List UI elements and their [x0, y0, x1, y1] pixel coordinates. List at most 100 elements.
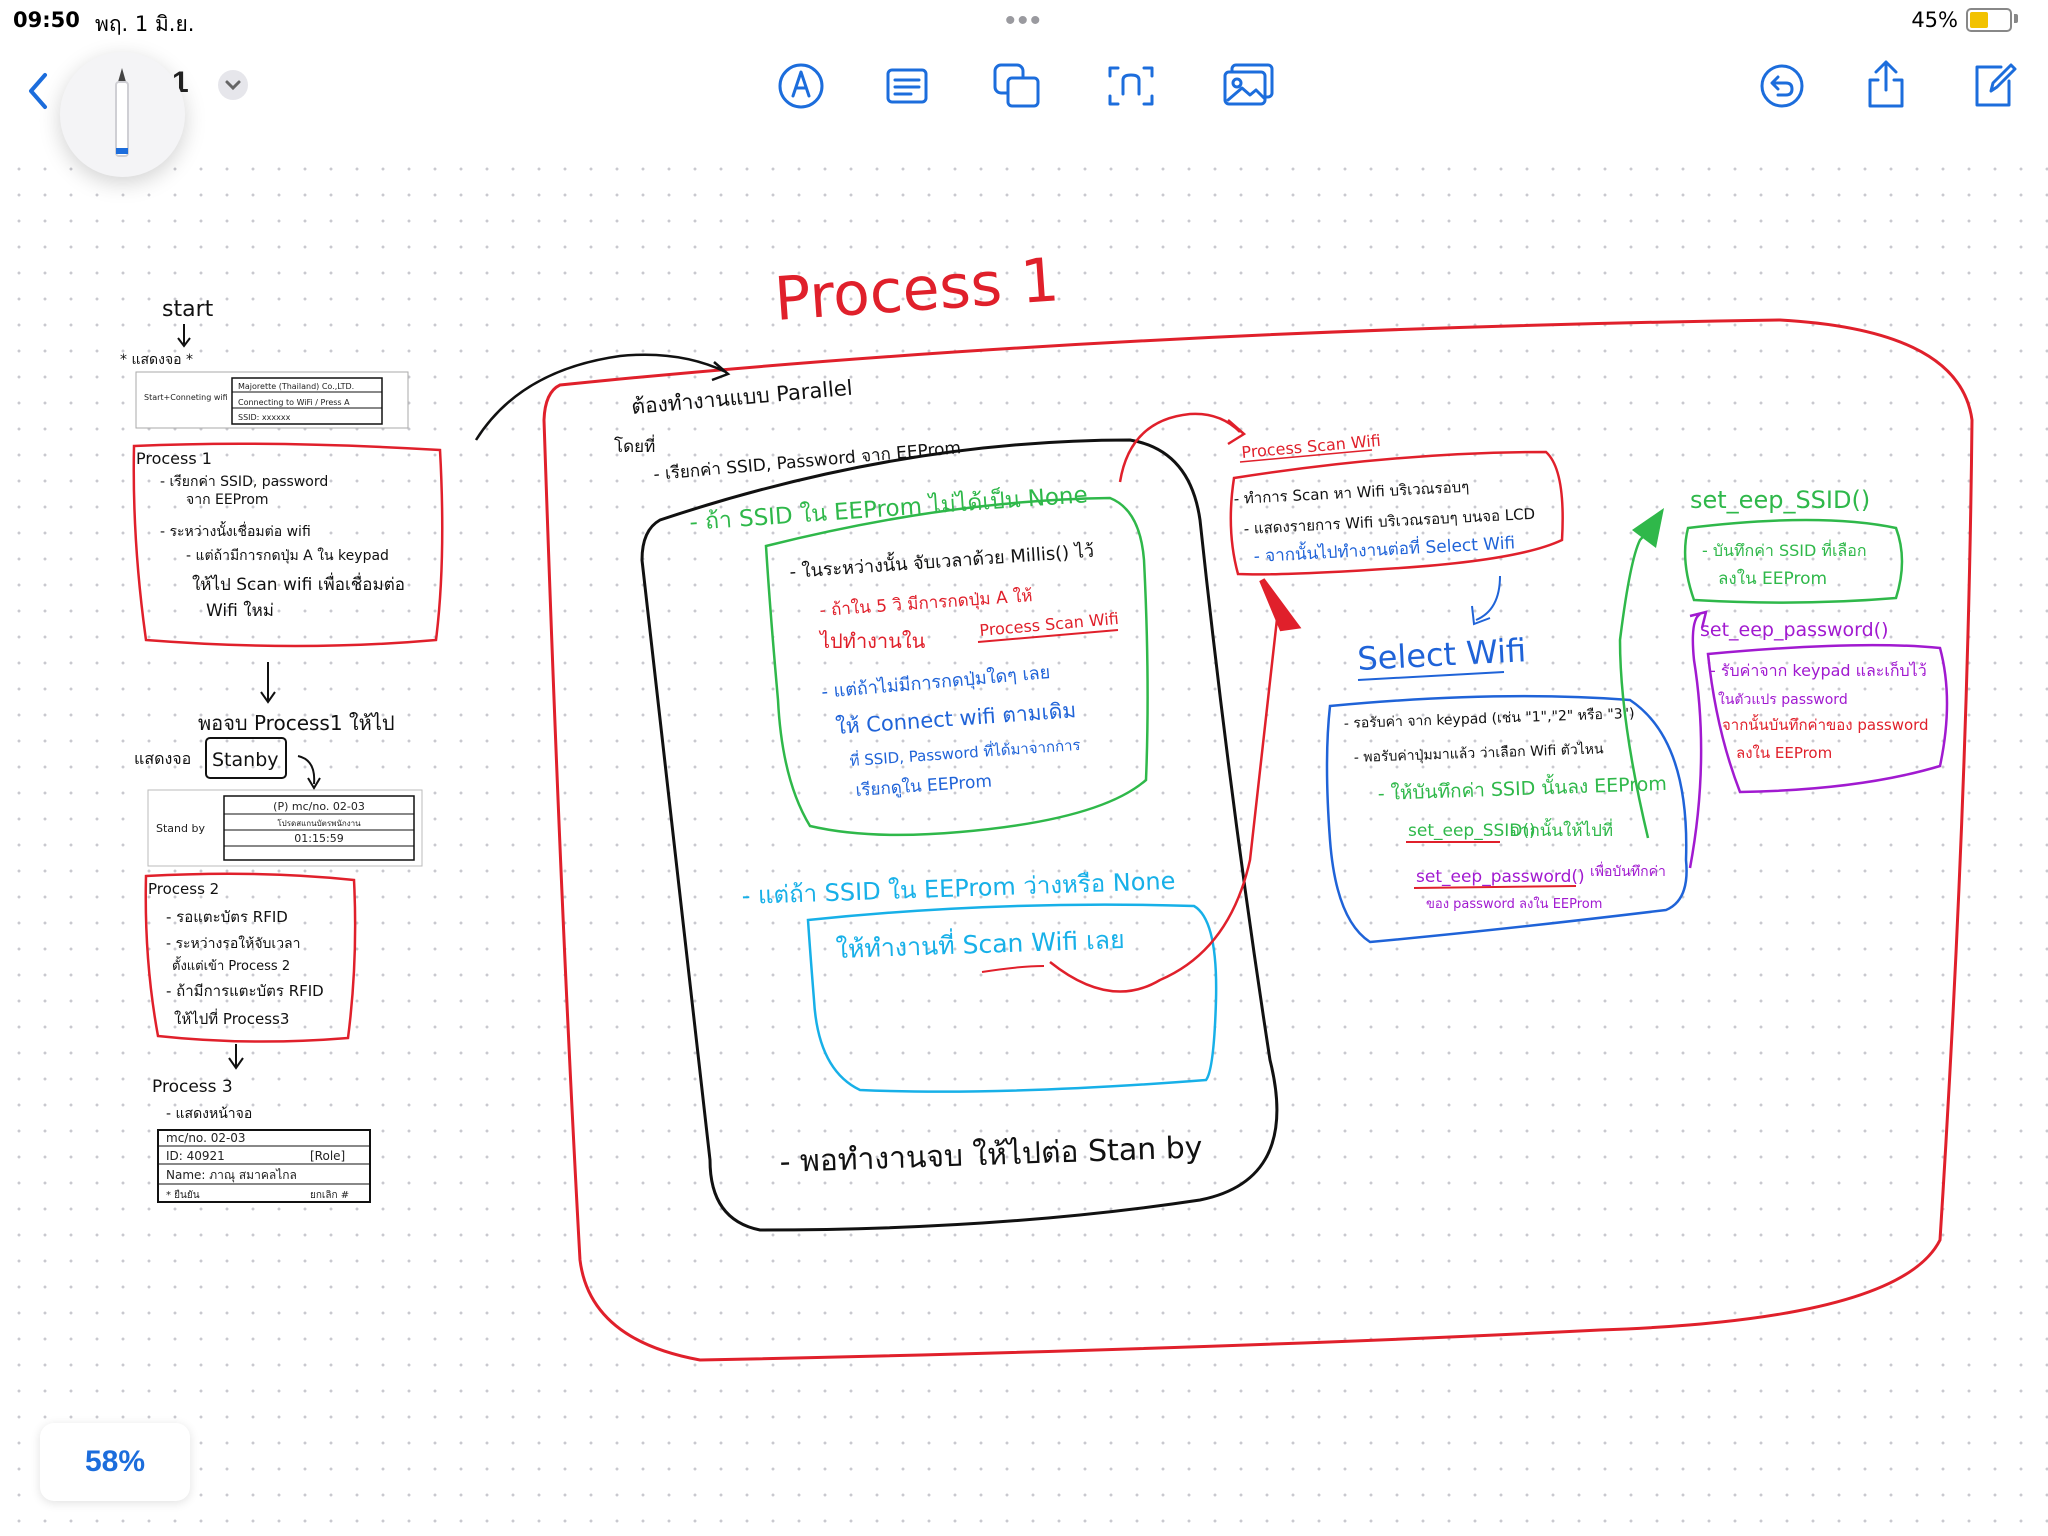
screen2-lcd-frame — [223, 795, 415, 861]
pen-tool-icon[interactable] — [775, 60, 827, 112]
multitask-dots-icon[interactable]: ••• — [1005, 4, 1043, 37]
set-password-line: ในตัวแปร password — [1718, 691, 1848, 708]
green-line: เรียกดูใน EEProm — [855, 771, 993, 801]
screen3-row2-role: [Role] — [310, 1149, 345, 1163]
scan-title: Process Scan Wifi — [1241, 431, 1382, 462]
arrow-down — [260, 662, 276, 704]
by-text: โดยที่ — [614, 434, 655, 457]
process1-left-box — [132, 442, 444, 648]
arrowhead-green — [1632, 508, 1664, 548]
process2-line: - ถ้ามีการแตะบัตร RFID — [166, 982, 324, 1000]
set-ssid-line: - บันทึกค่า SSID ที่เลือก — [1702, 539, 1867, 560]
set-ssid-title: set_eep_SSID() — [1690, 486, 1870, 514]
flow-arrow-to-select — [1471, 575, 1501, 626]
screen2-row1: (P) mc/no. 02-03 — [273, 800, 365, 813]
end-standby-line: - พอทำงานจบ ให้ไปต่อ Stan by — [779, 1129, 1203, 1180]
select-line: - รอรับค่า จาก keypad (เช่น "1","2" หรือ… — [1344, 706, 1635, 732]
green-line: - แต่ถ้าไม่มีการกดปุ่มใดๆ เลย — [821, 661, 1051, 703]
chevron-down-icon[interactable] — [218, 70, 248, 100]
green-line: ให้ Connect wifi ตามเดิม — [835, 698, 1077, 739]
text-box-icon[interactable] — [884, 64, 930, 108]
underline — [1357, 671, 1505, 681]
cyan-condition-box — [806, 903, 1218, 1093]
flow-arrow-from-left — [474, 353, 731, 441]
screen3-row1: mc/no. 02-03 — [166, 1131, 246, 1145]
photo-icon[interactable] — [1222, 62, 1276, 108]
process3-line: - แสดงหน้าจอ — [166, 1106, 252, 1122]
main-process1-title: Process 1 — [772, 245, 1061, 335]
screen-start-connecting — [135, 371, 409, 429]
select-title: Select Wifi — [1356, 631, 1527, 678]
standby-box-text: Stanby — [212, 749, 279, 771]
process2-line: - ระหว่างรอให้จับเวลา — [166, 935, 301, 952]
process1-left-line: - แต่ถ้ามีการกดปุ่ม A ใน keypad — [186, 547, 389, 564]
screen3-row2-id: ID: 40921 — [166, 1149, 225, 1163]
process1-left-title: Process 1 — [136, 449, 212, 468]
cyan-condition-line: ให้ทำงานที่ Scan Wifi เลย — [835, 922, 1125, 964]
set-password-line: จากนั้นบันทึกค่าของ password — [1722, 714, 1929, 734]
screen2-row2: โปรดสแกนบัตรพนักงาน — [277, 818, 361, 828]
screen-standby — [147, 789, 423, 867]
process1-left-line: ให้ไป Scan wifi เพื่อเชื่อมต่อ — [192, 572, 405, 595]
back-icon[interactable] — [18, 66, 58, 116]
screen1-lcd-frame — [231, 377, 383, 425]
underline — [1413, 885, 1577, 889]
select-box — [1325, 694, 1688, 944]
battery-tip-icon — [2014, 14, 2018, 23]
flow-arrow-to-set-password — [1688, 610, 1708, 869]
screen2-left-label: Stand by — [156, 822, 205, 835]
status-date: พฤ. 1 มิ.ย. — [95, 12, 195, 36]
green-line: - ในระหว่างนั้น จับเวลาด้วย Millis() ไว้ — [789, 538, 1095, 583]
parallel-black-box — [640, 438, 1279, 1232]
select-line: - พอรับค่าปุ่มมาแล้ว ว่าเลือก Wifi ตัวไห… — [1354, 740, 1605, 766]
parallel-text: ต้องทำงานแบบ Parallel — [630, 376, 853, 419]
set-password-box — [1706, 643, 1949, 794]
status-bar: 09:50 พฤ. 1 มิ.ย. ••• 45% — [0, 0, 2048, 40]
green-line: ไปทำงานใน — [818, 629, 926, 653]
select-line-password-fn: set_eep_password() — [1416, 867, 1585, 887]
screen1-row2: Connecting to WiFi / Press A — [238, 398, 350, 407]
battery-icon — [1966, 8, 2012, 32]
process1-left-line: จาก EEProm — [186, 492, 269, 508]
set-ssid-box — [1683, 518, 1904, 604]
pencil-tool-popup[interactable] — [60, 52, 185, 177]
status-time: 09:50 — [13, 8, 80, 32]
main-process1-diagram: Process 1 ต้องทำงานแบบ Parallel โดยที่ -… — [474, 245, 1974, 1362]
process2-line: ให้ไปที่ Process3 — [174, 1008, 289, 1028]
green-line: ที่ SSID, Password ที่ได้มาจากการ — [849, 734, 1081, 770]
select-line: - ให้บันทึกค่า SSID นั้นลง EEProm — [1377, 770, 1667, 805]
zoom-level-indicator[interactable]: 58% — [40, 1423, 190, 1501]
arrowhead-red — [1259, 578, 1302, 632]
flow-arrow-to-scan — [1049, 609, 1280, 993]
compose-icon[interactable] — [1970, 60, 2018, 110]
main-process1-frame — [542, 318, 1974, 1362]
flow-arrow-to-scan — [1118, 412, 1247, 483]
process1-left-line: - เรียกค่า SSID, password — [160, 474, 328, 490]
green-line: - ถ้าใน 5 วิ มีการกดปุ่ม A ให้ — [819, 585, 1033, 621]
underline — [1239, 449, 1373, 463]
screen-process3 — [157, 1129, 371, 1203]
shapes-icon[interactable] — [992, 62, 1042, 110]
process2-line: - รอแตะบัตร RFID — [166, 908, 288, 926]
undo-icon[interactable] — [1758, 62, 1806, 110]
process1-left-line: - ระหว่างนั้งเชื่อมต่อ wifi — [160, 521, 311, 540]
process2-title: Process 2 — [148, 880, 219, 898]
after-process1-text: พอจบ Process1 ให้ไป — [198, 711, 395, 735]
screen3-row4-confirm: * ยืนยัน — [166, 1189, 200, 1201]
share-icon[interactable] — [1864, 58, 1908, 110]
standby-box — [205, 737, 287, 779]
set-password-line: - รับค่าจาก keypad และเก็บไว้ — [1710, 660, 1927, 680]
arrow-down — [177, 324, 191, 348]
scan-line: - แสดงรายการ Wifi บริเวณรอบๆ บนจอ LCD — [1243, 505, 1535, 538]
underline — [977, 629, 1119, 643]
screen1-row3: SSID: xxxxxx — [238, 413, 291, 422]
arrow-down — [228, 1044, 244, 1070]
select-line-ssid-fn: set_eep_SSID() — [1408, 821, 1536, 841]
screen3-row4-cancel: ยกเลิก # — [310, 1190, 349, 1201]
screen1-row1: Majorette (Thailand) Co.,LTD. — [238, 382, 354, 391]
select-line: เพื่อบันทึกค่า — [1590, 862, 1666, 880]
underline — [981, 965, 1045, 973]
select-line: ของ password ลงใน EEProm — [1426, 896, 1602, 912]
text-frame-icon[interactable] — [1106, 64, 1156, 108]
